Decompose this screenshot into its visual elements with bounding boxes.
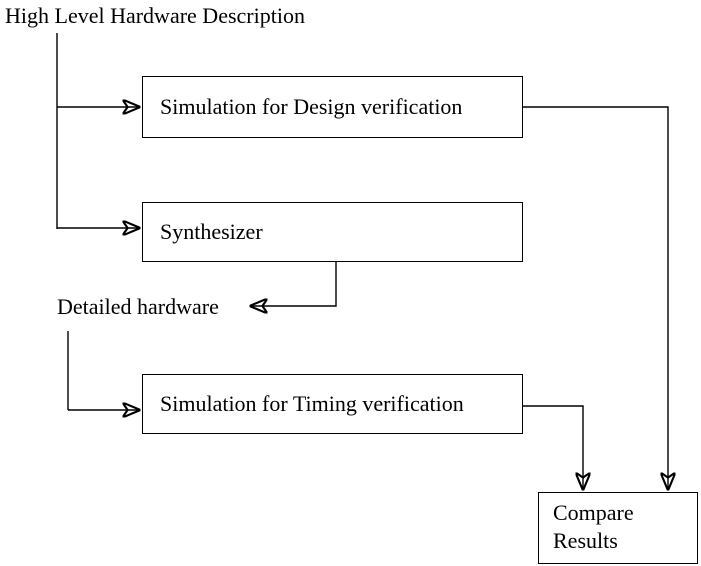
- node-compare-results-line1: Compare: [553, 500, 634, 525]
- node-synthesizer: Synthesizer: [142, 202, 523, 262]
- edge-timing-sim-to-compare: [523, 405, 583, 489]
- source-label: High Level Hardware Description: [5, 3, 305, 28]
- node-design-simulation: Simulation for Design verification: [142, 76, 523, 138]
- node-timing-simulation-label: Simulation for Timing verification: [160, 391, 464, 416]
- edge-design-sim-to-compare: [523, 106, 668, 489]
- edge-synthesizer-to-detailed-hw: [251, 262, 337, 306]
- node-design-simulation-label: Simulation for Design verification: [160, 94, 463, 119]
- detailed-hardware-label: Detailed hardware: [57, 294, 219, 319]
- node-compare-results: Compare Results: [538, 492, 698, 564]
- node-synthesizer-label: Synthesizer: [160, 219, 263, 244]
- node-compare-results-line2: Results: [553, 528, 618, 553]
- node-timing-simulation: Simulation for Timing verification: [142, 374, 523, 434]
